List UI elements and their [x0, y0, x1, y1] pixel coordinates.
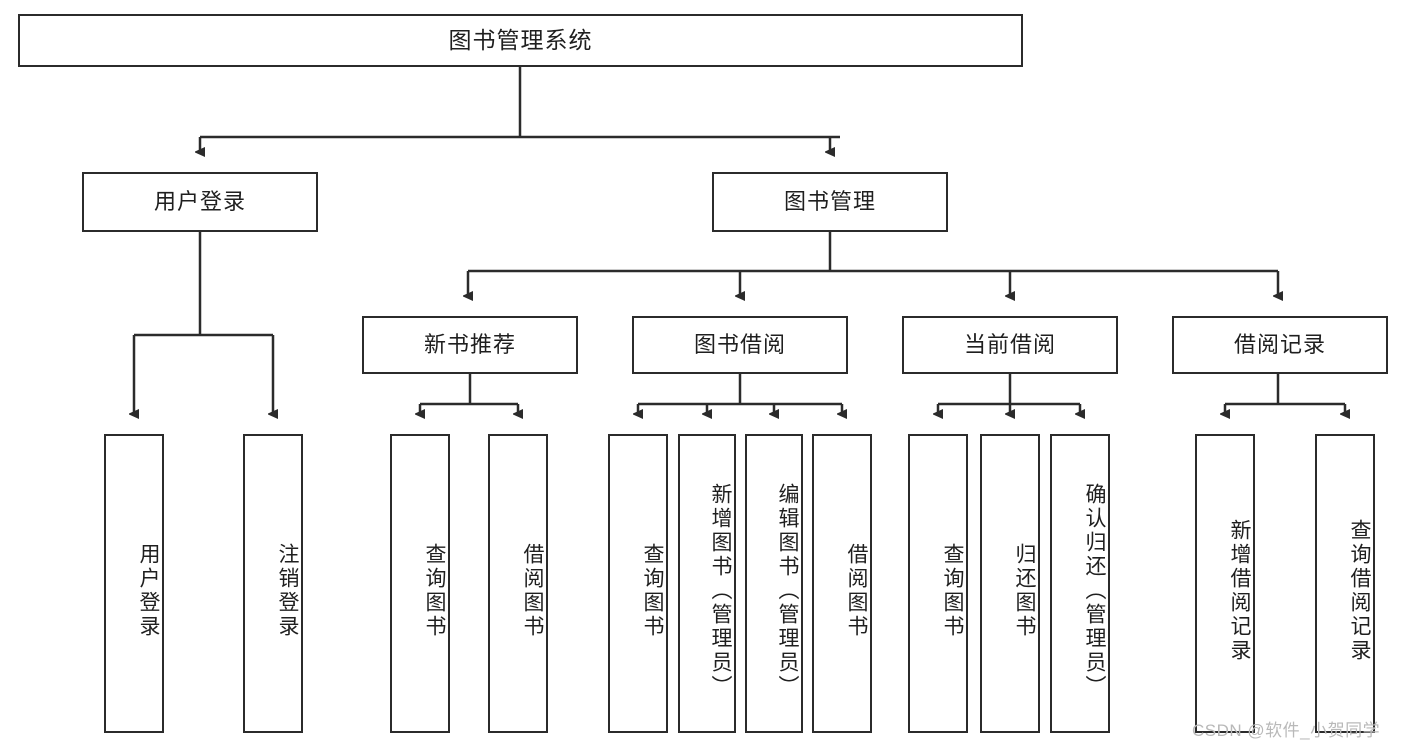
leaf-add-record[interactable]: 新增借阅记录 — [1195, 434, 1255, 733]
leaf-borrow-book-rec-label: 借阅图书 — [521, 542, 544, 639]
leaf-query-book-current[interactable]: 查询图书 — [908, 434, 968, 733]
node-book-manage[interactable]: 图书管理 — [712, 172, 948, 232]
leaf-user-login-label: 用户登录 — [137, 542, 160, 639]
leaf-borrow-book[interactable]: 借阅图书 — [812, 434, 872, 733]
node-user-login-label: 用户登录 — [153, 189, 246, 215]
leaf-add-book-label: 新增图书（管理员） — [709, 482, 732, 699]
leaf-logout[interactable]: 注销登录 — [243, 434, 303, 733]
node-book-borrow[interactable]: 图书借阅 — [632, 316, 848, 374]
node-current-borrow[interactable]: 当前借阅 — [902, 316, 1118, 374]
leaf-add-record-label: 新增借阅记录 — [1228, 518, 1251, 663]
node-borrow-record[interactable]: 借阅记录 — [1172, 316, 1388, 374]
leaf-borrow-book-label: 借阅图书 — [845, 542, 868, 639]
leaf-borrow-book-rec[interactable]: 借阅图书 — [488, 434, 548, 733]
node-borrow-record-label: 借阅记录 — [1233, 332, 1326, 358]
leaf-query-record-label: 查询借阅记录 — [1348, 518, 1371, 663]
node-new-book-rec[interactable]: 新书推荐 — [362, 316, 578, 374]
leaf-add-book[interactable]: 新增图书（管理员） — [678, 434, 736, 733]
node-new-book-rec-label: 新书推荐 — [423, 332, 516, 358]
node-book-manage-label: 图书管理 — [783, 189, 876, 215]
node-user-login[interactable]: 用户登录 — [82, 172, 318, 232]
leaf-confirm-return-label: 确认归还（管理员） — [1083, 482, 1106, 699]
leaf-query-book-rec-label: 查询图书 — [423, 542, 446, 639]
leaf-query-record[interactable]: 查询借阅记录 — [1315, 434, 1375, 733]
node-root-label: 图书管理系统 — [448, 27, 593, 54]
leaf-query-book-rec[interactable]: 查询图书 — [390, 434, 450, 733]
node-current-borrow-label: 当前借阅 — [963, 332, 1056, 358]
leaf-user-login[interactable]: 用户登录 — [104, 434, 164, 733]
leaf-return-book-label: 归还图书 — [1013, 542, 1036, 639]
leaf-query-book-borrow-label: 查询图书 — [641, 542, 664, 639]
node-root[interactable]: 图书管理系统 — [18, 14, 1023, 67]
leaf-return-book[interactable]: 归还图书 — [980, 434, 1040, 733]
leaf-query-book-current-label: 查询图书 — [941, 542, 964, 639]
leaf-edit-book[interactable]: 编辑图书（管理员） — [745, 434, 803, 733]
leaf-query-book-borrow[interactable]: 查询图书 — [608, 434, 668, 733]
leaf-edit-book-label: 编辑图书（管理员） — [776, 482, 799, 699]
leaf-confirm-return[interactable]: 确认归还（管理员） — [1050, 434, 1110, 733]
leaf-logout-label: 注销登录 — [276, 542, 299, 639]
node-book-borrow-label: 图书借阅 — [693, 332, 786, 358]
csdn-watermark: CSDN @软件_小贺同学 — [1192, 721, 1381, 740]
